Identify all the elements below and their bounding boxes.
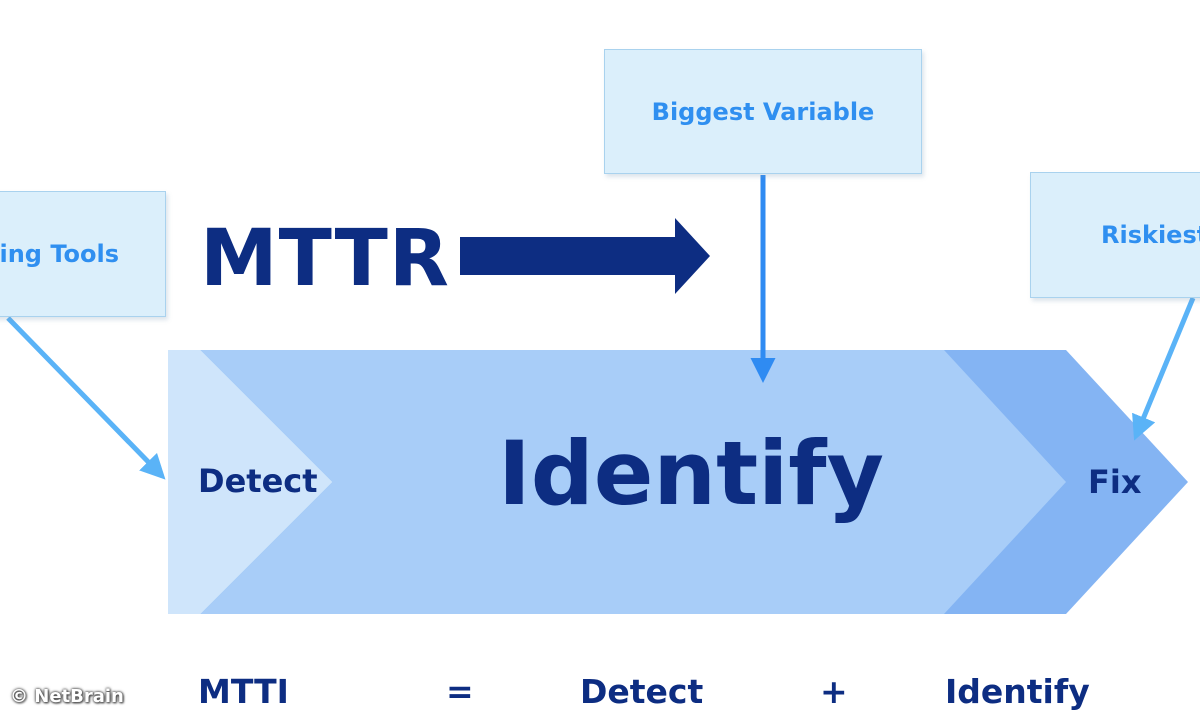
monitoring-arrow — [6, 316, 166, 480]
mttr-arrow — [460, 218, 710, 294]
formula-detect: Detect — [580, 672, 704, 711]
mttr-title: MTTR — [200, 214, 450, 304]
formula-plus: + — [820, 672, 848, 711]
formula-equals: = — [446, 672, 474, 711]
riskiest-label: Riskiest — [1101, 221, 1200, 249]
identify-stage-label: Identify — [498, 422, 884, 525]
detect-block — [168, 350, 332, 614]
biggest-variable-label: Biggest Variable — [651, 97, 875, 126]
riskiest-arrow — [1132, 297, 1196, 441]
identify-chevron — [200, 350, 1066, 614]
riskiest-callout: Riskiest — [1030, 172, 1200, 298]
fix-stage-label: Fix — [1088, 463, 1142, 501]
biggest-variable-callout: Biggest Variable — [604, 49, 922, 174]
formula-identify: Identify — [945, 672, 1090, 711]
monitoring-tools-callout: ring Tools — [0, 191, 166, 317]
monitoring-tools-label: ring Tools — [0, 240, 119, 268]
detect-stage-label: Detect — [198, 462, 318, 500]
netbrain-watermark: © NetBrain — [10, 686, 124, 707]
formula-mtti: MTTI — [198, 672, 289, 711]
